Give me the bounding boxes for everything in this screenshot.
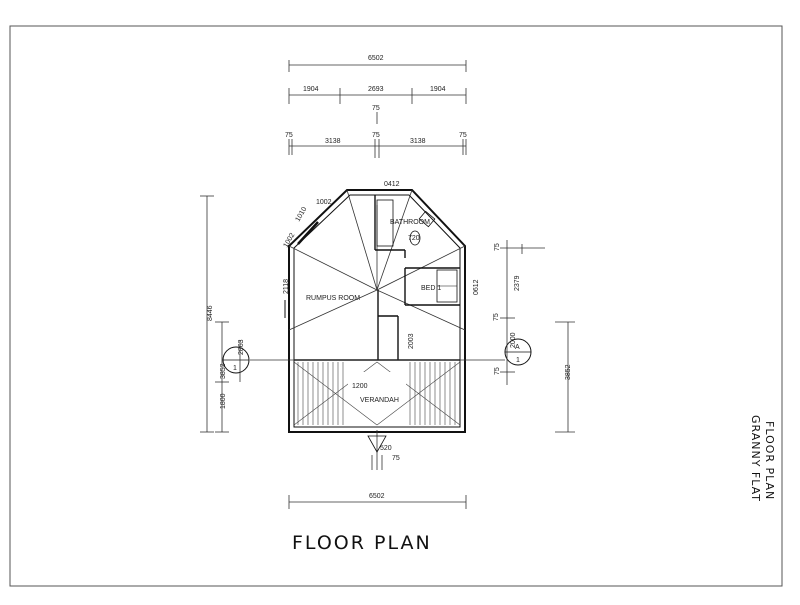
dim-right-d: 2000 <box>510 332 517 348</box>
dim-left-overall: 8446 <box>207 305 214 321</box>
right-dimensions <box>500 240 575 433</box>
side-note: GRANNY FLAT FLOOR PLAN <box>749 415 776 502</box>
dim-upper-left-b: 1010 <box>295 206 309 223</box>
top-dimensions <box>288 60 467 158</box>
dim-left-mid: 3852 <box>220 363 227 379</box>
dim-row3-left-span: 3138 <box>325 138 341 145</box>
dim-right-e: 75 <box>494 367 501 375</box>
dim-row3-center: 75 <box>372 132 380 139</box>
section-marker-right: A 1 <box>504 338 532 366</box>
dim-bottom-small: 75 <box>392 455 400 462</box>
section-right-letter: A <box>515 344 520 351</box>
dim-row3-right-span: 3138 <box>410 138 426 145</box>
dim-veranda-width: 1200 <box>352 383 368 390</box>
room-bathroom: BATHROOM <box>390 219 430 226</box>
dim-hall-width: 2003 <box>408 333 415 349</box>
dim-row3-left-end: 75 <box>285 132 293 139</box>
dim-top-small-center: 75 <box>372 105 380 112</box>
section-marker-left: 1 <box>222 346 250 374</box>
dim-right-c: 75 <box>493 313 500 321</box>
bottom-dimensions <box>288 455 467 509</box>
dim-right-overall: 3852 <box>565 364 572 380</box>
dim-left-small: 2863 <box>238 339 245 355</box>
dim-top-split-b: 2693 <box>368 86 384 93</box>
verandah-hatch <box>293 361 461 426</box>
dim-top-split-a: 1904 <box>303 86 319 93</box>
drawing-title: FLOOR PLAN <box>292 532 432 554</box>
section-left-number: 1 <box>233 365 237 372</box>
page-border <box>9 25 783 587</box>
dim-left-height: 2118 <box>283 279 290 294</box>
dim-bath-door: 720 <box>408 235 420 242</box>
dim-top-overall: 6502 <box>368 55 384 62</box>
side-note-line2: FLOOR PLAN <box>763 421 776 500</box>
window-left-diag <box>297 221 319 245</box>
basin-icon <box>418 210 436 228</box>
north-point-icon <box>367 435 387 453</box>
section-right-number: 1 <box>516 357 520 364</box>
left-dimensions <box>200 195 241 433</box>
dim-right-b: 2379 <box>514 275 521 291</box>
dim-right-a: 75 <box>494 243 501 251</box>
dim-bottom-step: 520 <box>380 445 392 452</box>
dim-right-side: 0612 <box>473 279 480 295</box>
shower-icon <box>376 199 394 247</box>
dim-roof-top: 0412 <box>384 181 400 188</box>
dim-row3-right-end: 75 <box>459 132 467 139</box>
dim-left-bottom: 1800 <box>220 393 227 409</box>
room-verandah: VERANDAH <box>360 397 399 404</box>
side-note-line1: GRANNY FLAT <box>749 415 762 502</box>
dim-bottom-overall: 6502 <box>369 493 385 500</box>
dim-top-split-c: 1904 <box>430 86 446 93</box>
toilet-icon <box>409 230 421 246</box>
room-rumpus: RUMPUS ROOM <box>306 295 360 302</box>
room-bed1: BED 1 <box>421 285 441 292</box>
dim-upper-left-a: 1002 <box>316 199 332 206</box>
